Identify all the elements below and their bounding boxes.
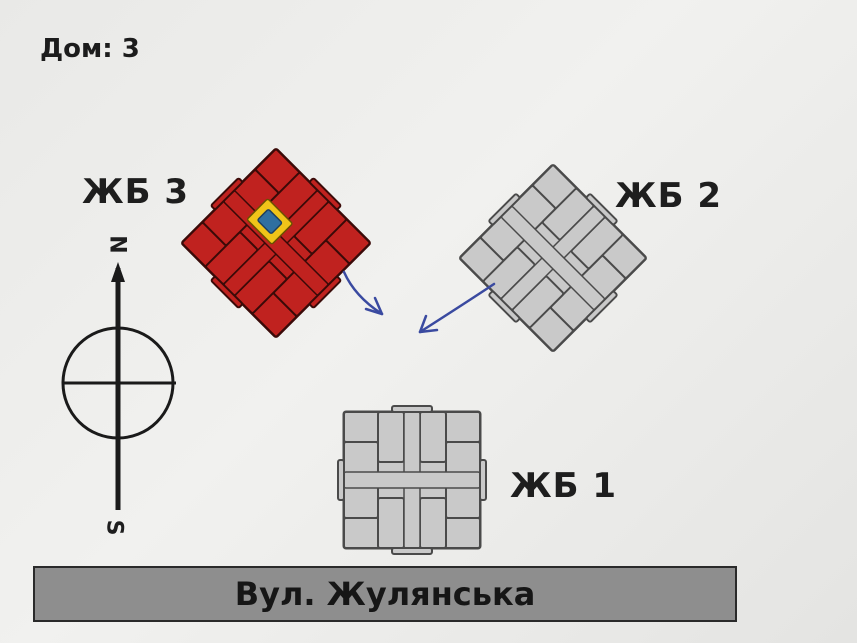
building-notch: [210, 177, 243, 210]
building-label-zb1: ЖБ 1: [510, 466, 618, 506]
apartment-cell: [419, 497, 447, 549]
building-core: [343, 471, 481, 489]
building-zb1[interactable]: [337, 405, 487, 555]
building-zb3[interactable]: [173, 140, 378, 345]
apartment-cell: [419, 411, 447, 463]
apartment-cell: [343, 483, 379, 519]
apartment-cell: [377, 411, 405, 463]
compass-north-label: N: [104, 235, 130, 254]
building-zb2[interactable]: [451, 156, 654, 359]
selected-unit[interactable]: [257, 209, 283, 234]
building-notch: [488, 290, 521, 323]
building-notch: [210, 276, 243, 309]
house-number-label: Дом: 3: [40, 34, 140, 64]
building-label-zb3: ЖБ 3: [82, 172, 190, 212]
apartment-cell: [343, 441, 379, 477]
direction-arrow-icon: [418, 282, 496, 334]
building-notch: [488, 193, 521, 226]
street-bar: Вул. Жулянська: [33, 566, 737, 622]
apartment-cell: [445, 441, 481, 477]
apartment-cell: [445, 483, 481, 519]
building-notch: [391, 405, 433, 413]
building-label-zb2: ЖБ 2: [615, 176, 723, 216]
compass-rose-icon: [61, 262, 176, 510]
building-notch: [479, 459, 487, 501]
building-notch: [309, 276, 342, 309]
apartment-cell: [377, 497, 405, 549]
building-notch: [309, 177, 342, 210]
building-notch: [391, 547, 433, 555]
building-notch: [585, 193, 618, 226]
building-notch: [337, 459, 345, 501]
compass-south-label: S: [101, 519, 127, 536]
building-notch: [585, 290, 618, 323]
direction-arrow-icon: [342, 270, 384, 316]
street-name: Вул. Жулянська: [234, 575, 536, 613]
